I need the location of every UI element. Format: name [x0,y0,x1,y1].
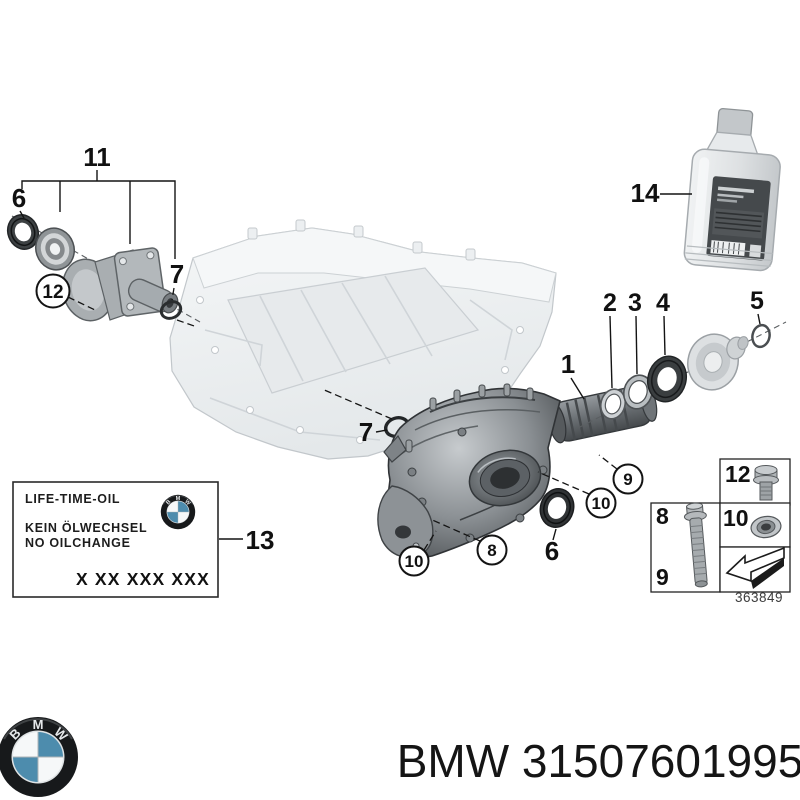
legend-box: 12 8 9 10 [650,458,791,605]
callout-7-upper: 7 [170,259,198,328]
callout-9-circled: 9 [598,454,644,495]
callout-10r-label: 10 [592,494,611,513]
oil-label-line1: KEIN ÖLWECHSEL [25,520,147,535]
o-ring-part7-upper [159,300,183,320]
callout-14: 14 [631,178,692,208]
legend-12-label: 12 [725,461,751,487]
callout-1: 1 [561,349,585,400]
callout-13: 13 [219,525,274,555]
engine-block-sump-rib [227,267,480,394]
callout-13-label: 13 [246,525,275,555]
callout-1-label: 1 [561,349,575,379]
callout-6-upper: 6 [12,183,26,219]
circlip-part5 [751,323,771,349]
flange-part11-body [61,247,179,322]
input-flange-parts [577,321,787,429]
mount-bolt-icon [683,502,708,588]
differential-output-bore [468,449,542,507]
callout-7-label: 7 [170,259,184,289]
callout-5: 5 [750,287,764,325]
drive-flange-part5-hub [687,333,749,391]
engine-block-top-face [192,227,557,303]
callout-5-label: 5 [750,287,764,315]
bottle-barcode [710,240,746,257]
shaft-seal-part6-upper [6,214,40,250]
callout-2-label: 2 [603,289,617,317]
engine-block-top-stubs [247,219,476,261]
oil-label-line2: NO OILCHANGE [25,536,131,550]
callout-8-circled: 8 [429,518,508,566]
ring-part3 [622,374,654,410]
callout-4-label: 4 [656,289,670,317]
seal-ring-part4 [647,355,687,403]
footer-bmw-roundel [0,716,79,798]
shaft-seal-part6-lower [539,488,575,528]
callout-9-label: 9 [623,470,632,489]
legend-ref-number: 363849 [735,590,783,605]
callout-12-circled: 12 [35,273,96,311]
bottle-label [706,176,771,261]
bottle-highlight [691,157,710,253]
bottle-base-ridges [684,245,773,267]
callout-3-label: 3 [628,289,642,317]
callout-14-label: 14 [631,178,660,208]
oil-label-box: LIFE-TIME-OIL KEIN ÖLWECHSEL NO OILCHANG… [12,481,219,598]
callout-6-lower: 6 [545,528,559,566]
drain-bolt-icon [753,465,779,501]
callout-11-label: 11 [83,142,111,172]
callout-7b-label: 7 [359,417,373,447]
callout-12-label: 12 [42,282,63,303]
callout-8-label: 8 [487,541,496,560]
callout-10-circled-left: 10 [398,530,437,577]
legend-10-label: 10 [723,505,749,531]
callout-6b-label: 6 [545,536,559,566]
callout-2: 2 [603,289,617,389]
legend-8-label: 8 [656,503,669,529]
callout-4: 4 [656,289,670,356]
callout-6-label: 6 [12,183,26,213]
callout-10-circled-right: 10 [537,471,617,519]
oil-label-code: X XX XXX XXX [76,569,210,589]
plug-icon [750,515,782,539]
footer: BMW 31507601995 [0,716,800,798]
footer-part-number: BMW 31507601995 [397,735,800,787]
direction-arrow-icon [725,546,785,589]
callout-11: 11 [21,142,176,259]
callout-7-lower: 7 [321,388,393,447]
oil-label-bmw-roundel [160,494,196,530]
callouts: 11 6 7 12 1 2 3 [12,142,764,577]
callout-3: 3 [628,289,642,375]
output-flange-assembly [6,214,201,323]
bearing-part12 [35,227,75,271]
legend-9-label: 9 [656,564,669,590]
oil-bottle [683,107,781,272]
callout-10l-label: 10 [405,552,424,571]
spacer-ring-part2 [599,388,627,420]
oil-label-title: LIFE-TIME-OIL [25,492,120,506]
